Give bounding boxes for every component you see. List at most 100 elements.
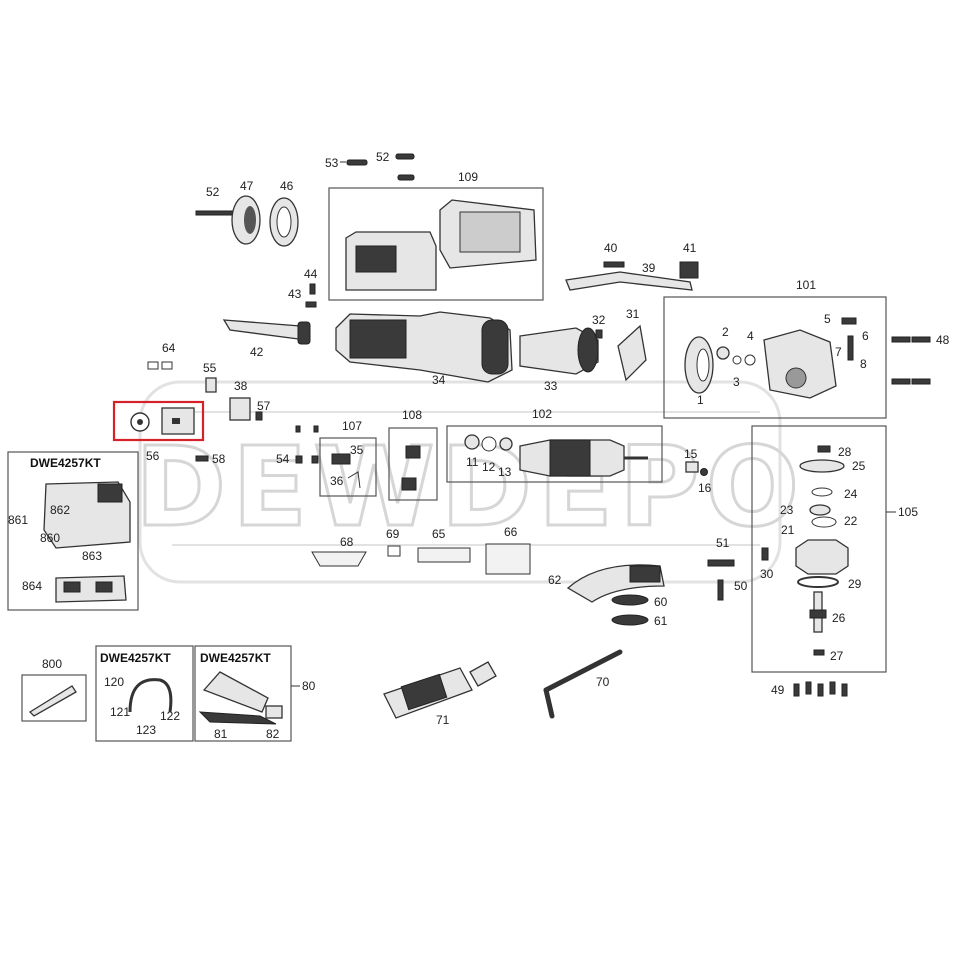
part-109-housing-box[interactable]: 109 [328, 170, 544, 301]
callout-861: 861 [8, 513, 28, 527]
part-107-brush-holder-box[interactable]: 107 35 36 [319, 419, 377, 497]
part-58-screw[interactable]: 58 [195, 452, 226, 466]
part-62-guard[interactable]: 62 [548, 564, 665, 603]
callout-33: 33 [544, 379, 558, 393]
part-52-screw-left[interactable]: 52 [195, 185, 239, 216]
part-101-gear-head-box[interactable]: 101 2 4 3 1 5 6 7 8 [663, 278, 887, 419]
callout-55: 55 [203, 361, 217, 375]
callout-38: 38 [234, 379, 248, 393]
part-48-screws[interactable]: 48 [891, 333, 950, 385]
callout-70: 70 [596, 675, 610, 689]
part-15-bearing[interactable]: 15 [684, 447, 699, 473]
kit-guard-box[interactable]: DWE4257KT 120 121 122 123 [95, 645, 194, 742]
callout-12: 12 [482, 460, 496, 474]
callout-122: 122 [160, 709, 180, 723]
callout-49: 49 [771, 683, 785, 697]
callout-109: 109 [458, 170, 478, 184]
callout-64: 64 [162, 341, 176, 355]
callout-42: 42 [250, 345, 264, 359]
part-42-cord-guard[interactable]: 42 [222, 319, 311, 359]
callout-43: 43 [288, 287, 302, 301]
callout-6: 6 [862, 329, 869, 343]
callout-11: 11 [466, 455, 479, 469]
part-53-screw[interactable]: 53 [325, 156, 368, 170]
callout-56: 56 [146, 449, 160, 463]
callout-23: 23 [780, 503, 794, 517]
callout-13: 13 [498, 465, 512, 479]
part-66-label[interactable]: 66 [485, 525, 531, 575]
kit-case-box[interactable]: DWE4257KT 862 860 863 861 864 [7, 451, 139, 611]
part-105-spindle-box[interactable]: 105 28 25 24 23 22 21 29 26 27 [751, 425, 918, 673]
callout-31: 31 [626, 307, 640, 321]
callout-102: 102 [532, 407, 552, 421]
kit-shroud-box[interactable]: DWE4257KT 80 81 82 [194, 645, 316, 742]
callout-48: 48 [936, 333, 950, 347]
callout-28: 28 [838, 445, 852, 459]
callout-35: 35 [350, 443, 364, 457]
callout-40: 40 [604, 241, 618, 255]
part-57-terminal[interactable]: 57 [255, 399, 271, 421]
part-102-armature-box[interactable]: 102 11 12 13 [446, 407, 663, 483]
callout-30: 30 [760, 567, 774, 581]
callout-32: 32 [592, 313, 606, 327]
part-70-wrench[interactable]: 70 [543, 649, 623, 719]
callout-3: 3 [733, 375, 740, 389]
callout-62: 62 [548, 573, 562, 587]
part-49-screws[interactable]: 49 [771, 681, 848, 697]
part-64-spacers[interactable]: 64 [147, 341, 176, 370]
callout-58: 58 [212, 452, 226, 466]
callout-862: 862 [50, 503, 70, 517]
part-32-screw[interactable]: 32 [592, 313, 606, 339]
part-41-switch-button[interactable]: 41 [679, 241, 699, 279]
callout-5: 5 [824, 312, 831, 326]
part-51-lever[interactable]: 51 [707, 536, 735, 567]
callout-82: 82 [266, 727, 280, 741]
part-38-switch[interactable]: 38 [229, 379, 251, 421]
part-69-label[interactable]: 69 [386, 527, 401, 557]
callout-21: 21 [781, 523, 795, 537]
part-61-flange-nut[interactable]: 61 [611, 614, 668, 628]
part-800-brush-tool-box[interactable]: 800 [21, 657, 87, 722]
part-65-label[interactable]: 65 [417, 527, 471, 563]
callout-108: 108 [402, 408, 422, 422]
callout-123: 123 [136, 723, 156, 737]
callout-81: 81 [214, 727, 228, 741]
callout-2: 2 [722, 325, 729, 339]
part-39-switch-rod[interactable]: 39 [565, 261, 693, 291]
part-71-side-handle[interactable]: 71 [383, 661, 497, 727]
callout-41: 41 [683, 241, 697, 255]
highlight-box [112, 400, 205, 442]
part-108-brush-box[interactable]: 108 [388, 408, 438, 501]
part-50-screw[interactable]: 50 [717, 579, 748, 601]
callout-53: 53 [325, 156, 339, 170]
part-40-spring[interactable]: 40 [603, 241, 625, 268]
callout-29: 29 [848, 577, 862, 591]
part-34-motor-housing[interactable]: 34 [335, 311, 513, 387]
callout-26: 26 [832, 611, 846, 625]
part-43-screw[interactable]: 43 [288, 287, 317, 308]
part-30-key[interactable]: 30 [760, 547, 774, 581]
part-60-flange[interactable]: 60 [611, 594, 668, 609]
part-52-screw-top[interactable]: 52 [376, 150, 415, 181]
callout-24: 24 [844, 487, 858, 501]
callout-27: 27 [830, 649, 844, 663]
callout-66: 66 [504, 525, 518, 539]
part-31-baffle[interactable]: 31 [617, 307, 647, 382]
part-47-end-cap[interactable]: 47 [231, 179, 261, 245]
callout-61: 61 [654, 614, 668, 628]
part-46-end-ring[interactable]: 46 [269, 179, 299, 247]
part-44-screw[interactable]: 44 [304, 267, 318, 295]
callout-50: 50 [734, 579, 748, 593]
part-54-screw[interactable]: 54 [276, 425, 319, 466]
callout-52-left: 52 [206, 185, 220, 199]
callout-54: 54 [276, 452, 290, 466]
callout-39: 39 [642, 261, 656, 275]
part-68-label[interactable]: 68 [311, 535, 367, 567]
part-33-stator[interactable]: 33 [519, 327, 599, 393]
part-55-screw[interactable]: 55 [203, 361, 217, 393]
callout-863: 863 [82, 549, 102, 563]
callout-864: 864 [22, 579, 42, 593]
part-56-electronics-highlight[interactable]: 56 [112, 400, 205, 463]
part-16-washer[interactable]: 16 [698, 468, 712, 496]
